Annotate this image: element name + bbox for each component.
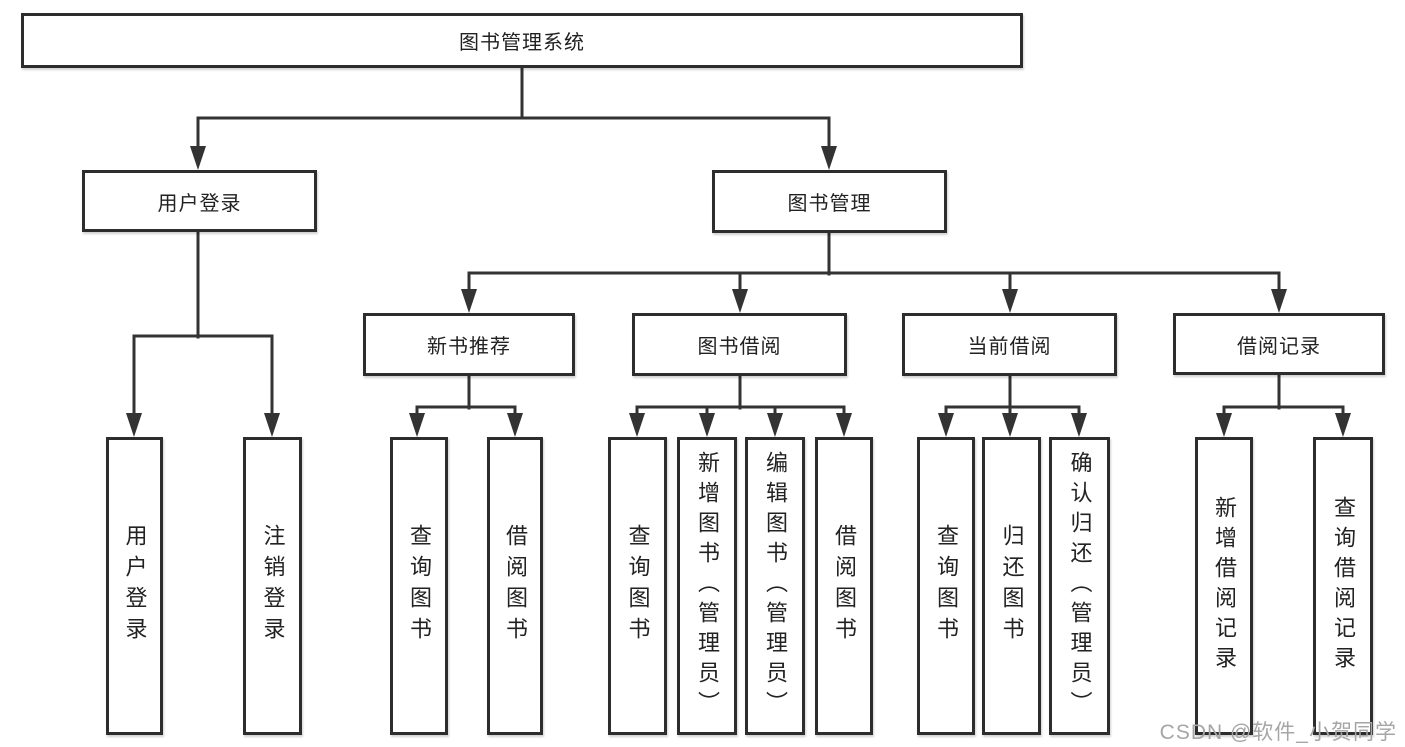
node-label: 当前借阅 [967, 336, 1052, 358]
leaf-recommend-query-books: 查询图书 [390, 437, 448, 735]
node-borrow-records: 借阅记录 [1173, 313, 1385, 375]
leaf-query-borrow-record: 查询借阅记录 [1313, 437, 1373, 735]
leaf-borrow-query-books: 查询图书 [608, 437, 667, 735]
leaf-add-books-admin: 新增图书（管理员） [677, 437, 737, 735]
node-label: 用户登录 [157, 192, 242, 215]
leaf-logout: 注销登录 [243, 437, 302, 735]
node-book-borrow: 图书借阅 [632, 313, 847, 376]
node-user-login-branch: 用户登录 [82, 170, 317, 232]
leaf-confirm-return-admin: 确认归还（管理员） [1049, 437, 1110, 735]
node-new-book-recommend: 新书推荐 [363, 313, 575, 376]
node-book-management-branch: 图书管理 [712, 170, 947, 233]
leaf-add-borrow-record: 新增借阅记录 [1195, 437, 1253, 735]
leaf-current-query-books: 查询图书 [917, 437, 975, 735]
node-label: 新书推荐 [427, 336, 511, 358]
leaf-user-login: 用户登录 [106, 437, 163, 735]
leaf-borrow-books: 借阅图书 [815, 437, 873, 735]
csdn-watermark: CSDN @软件_小贺同学 [1159, 721, 1397, 744]
node-label: 借阅记录 [1237, 335, 1321, 358]
leaf-return-books: 归还图书 [982, 437, 1041, 735]
node-label: 图书管理系统 [459, 32, 585, 54]
arrowhead-icons [126, 146, 1351, 437]
leaf-edit-books-admin: 编辑图书（管理员） [745, 437, 805, 735]
node-label: 图书借阅 [697, 336, 782, 358]
node-label: 图书管理 [787, 193, 872, 215]
leaf-recommend-borrow-books: 借阅图书 [487, 437, 543, 735]
node-root-system: 图书管理系统 [21, 13, 1023, 68]
node-current-borrow: 当前借阅 [902, 313, 1117, 376]
